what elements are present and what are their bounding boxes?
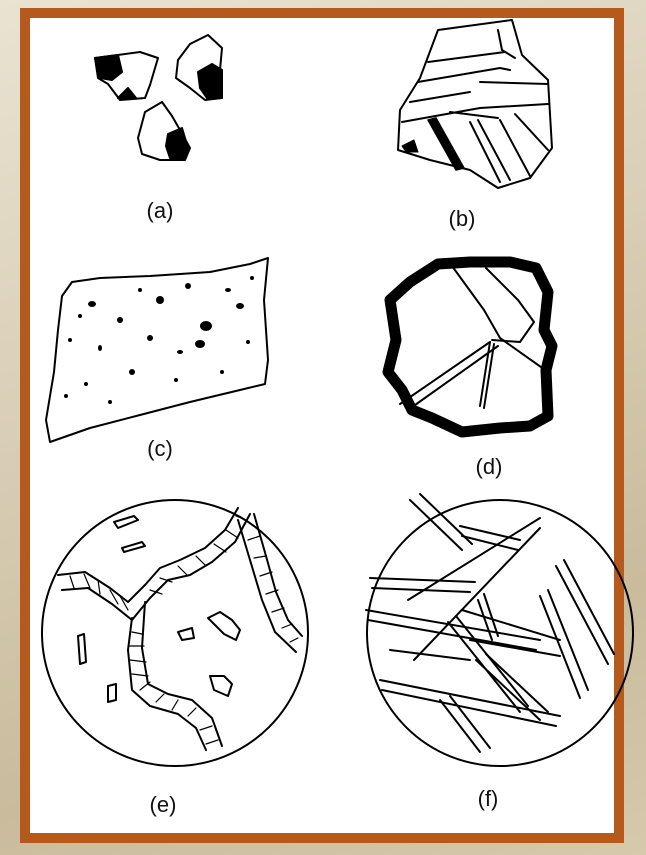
lamellae-f [366, 494, 614, 752]
crack-b3 [410, 92, 470, 102]
inclusion-a3 [166, 128, 188, 158]
circle-e [42, 500, 308, 766]
crack-b5 [480, 82, 548, 84]
inclusion-a1 [95, 55, 122, 80]
vein-e2b [142, 602, 222, 746]
panel-a-drawing [95, 35, 222, 160]
crystal-e4 [178, 628, 194, 640]
crystal-e1 [114, 516, 138, 528]
crack-b4 [402, 104, 548, 122]
grain-d-facet3 [400, 342, 490, 404]
band-b-dark2 [402, 140, 418, 152]
crack-b2 [418, 68, 510, 82]
panel-f-drawing [366, 494, 633, 766]
crack-b11 [498, 30, 515, 58]
panel-b-drawing [398, 20, 552, 188]
crack-b1 [428, 52, 505, 62]
label-c: (c) [147, 436, 173, 462]
vein-e3 [238, 520, 296, 652]
panel-d-drawing [388, 262, 552, 432]
band-b-dark [428, 118, 464, 170]
panel-c-drawing [46, 258, 268, 442]
crack-b10 [515, 114, 548, 150]
label-b: (b) [449, 206, 476, 232]
crystal-e6 [210, 676, 232, 696]
label-e: (e) [150, 792, 177, 818]
inclusion-a2 [198, 64, 222, 98]
crystal-e2 [122, 542, 145, 552]
crack-b6 [450, 112, 498, 118]
grain-d-facet2 [486, 268, 534, 342]
label-d: (d) [476, 454, 503, 480]
crystal-e7 [108, 684, 116, 702]
flake-c-outline [46, 258, 268, 442]
grain-b-outline [398, 20, 552, 188]
inclusion-a1b [118, 88, 136, 98]
crystal-e5 [208, 612, 240, 640]
crystal-e3 [78, 634, 86, 664]
label-f: (f) [478, 786, 499, 812]
speckles-c [64, 276, 254, 404]
label-a: (a) [147, 198, 174, 224]
panel-e-drawing [42, 500, 308, 766]
